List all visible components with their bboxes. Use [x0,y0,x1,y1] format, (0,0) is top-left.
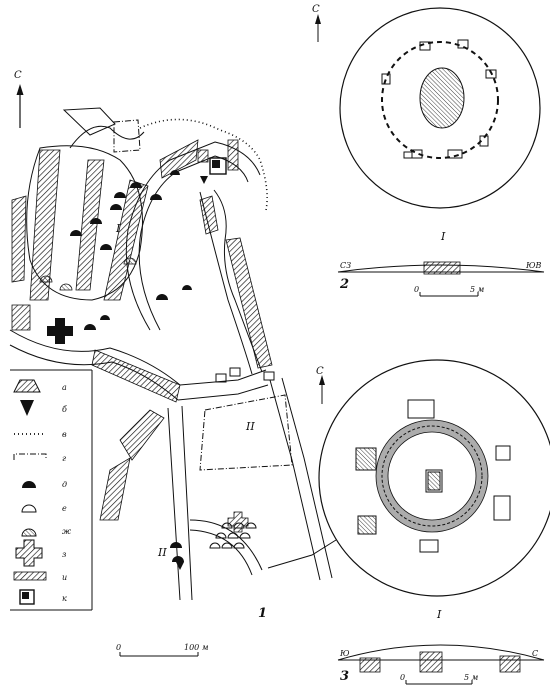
hatched-bands [11,139,273,521]
legend-label-g: ж [62,527,71,536]
plan2-north-label: С [312,4,320,15]
map-scale-bar: 0 100 м [116,643,209,657]
plan2-scale-end: 5 м [470,285,485,294]
buildings [197,149,275,383]
plan2-profile-left: СЗ [340,261,351,270]
legend-label-h: з [62,550,66,559]
plan2-profile-right: ЮВ [525,261,542,270]
plan3-figure-label: 3 [340,669,349,684]
plan3-scale-zero: 0 [400,673,405,682]
plan3-profile-right: С [532,649,538,658]
plan2-stone-cluster [419,67,465,129]
zone-label-1: I [115,222,121,235]
map-number: 1 [258,606,267,621]
plan2-profile: СЗ ЮВ 2 [337,261,545,292]
map-scale-zero: 0 [116,643,121,652]
mound-plan-3: С I Ю С [316,359,550,685]
legend-label-i: и [62,573,67,582]
cross-symbols [47,318,249,533]
legend-label-c: в [62,430,67,439]
triangle-markers [176,176,208,570]
plan2-figure-label: 2 [339,277,349,292]
plan2-outer-circle [339,7,541,209]
filled-mounds [70,170,192,562]
road-network [9,107,337,601]
legend-label-e: д [62,480,67,489]
plan2-scale-bar: 0 5 м [414,285,485,297]
dash-dot-boundaries [113,119,293,471]
legend-symbol-i [13,571,47,581]
legend-symbol-e [22,481,36,488]
legend-symbol-f [21,504,37,513]
legend-symbol-a [13,379,41,393]
plan3-outer-circle [318,359,550,597]
outline-mounds [209,522,257,549]
plan3-stone-ring [375,419,489,533]
north-label: С [14,70,22,81]
legend-symbol-k [19,589,35,605]
plan2-scale-zero: 0 [414,285,419,294]
legend-label-f: е [62,504,67,513]
hatched-mounds [39,257,137,291]
legend-symbol-d [13,453,47,460]
plan2-north-arrow: С [312,4,321,42]
legend-label-a: а [62,383,67,392]
plan3-north-label: С [316,366,324,377]
zone-label-2: II [245,420,255,433]
plan2-stone-ring [381,39,499,159]
dotted-boundary [139,118,268,211]
plan2-section-label: I [440,230,446,243]
mound-plan-2: С I СЗ ЮВ 2 [312,4,545,297]
legend-symbol-g [21,528,37,537]
plan3-scale-bar: 0 5 м [400,673,479,685]
legend-label-k: к [62,594,67,603]
legend: а б в г д е ж з и к [10,369,93,611]
north-arrow: С [14,70,24,128]
plan3-scale-end: 5 м [464,673,479,682]
plan3-section-label: I [436,608,442,621]
plan3-central-features [355,399,511,553]
legend-symbol-b [20,400,34,416]
map-scale-end: 100 м [184,643,209,652]
plan3-profile: Ю С 3 [337,644,545,684]
plan3-profile-left: Ю [339,649,350,658]
legend-label-d: г [62,454,66,463]
legend-symbol-h [15,539,43,567]
plan3-north-arrow: С [316,366,325,404]
legend-label-b: б [62,405,67,414]
zone-label-3: II [157,546,167,559]
site-map: С [9,70,337,657]
